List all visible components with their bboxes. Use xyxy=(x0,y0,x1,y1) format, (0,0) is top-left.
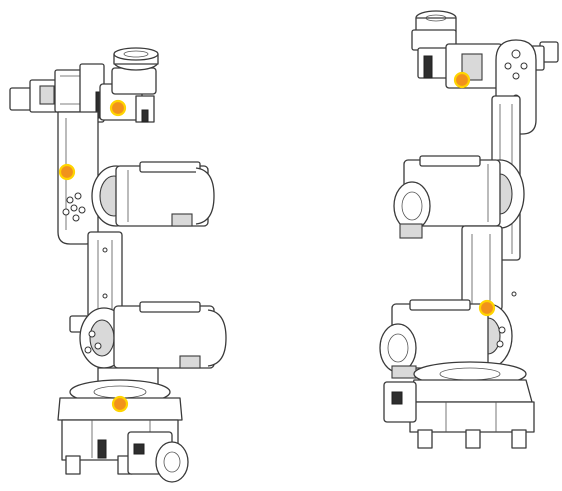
right-base xyxy=(383,361,535,449)
joint-marker-left-upper-link xyxy=(58,163,76,181)
left-wrist-module xyxy=(99,47,159,123)
robot-arm-view-right xyxy=(379,10,559,449)
joint-marker-right-shoulder xyxy=(478,299,496,317)
left-base-motor xyxy=(127,431,189,483)
left-elbow-motor xyxy=(91,161,215,227)
left-wrist-gripper xyxy=(9,63,107,123)
left-middle-link xyxy=(87,231,123,319)
joint-marker-left-wrist xyxy=(109,99,127,117)
right-shoulder-motor xyxy=(379,299,513,379)
robot-arm-view-left xyxy=(9,47,227,483)
left-shoulder-motor xyxy=(69,301,227,369)
joint-marker-right-wrist xyxy=(453,71,471,89)
right-elbow-motor xyxy=(393,155,525,239)
right-wrist-gripper xyxy=(411,10,559,89)
joint-marker-left-base xyxy=(111,395,129,413)
